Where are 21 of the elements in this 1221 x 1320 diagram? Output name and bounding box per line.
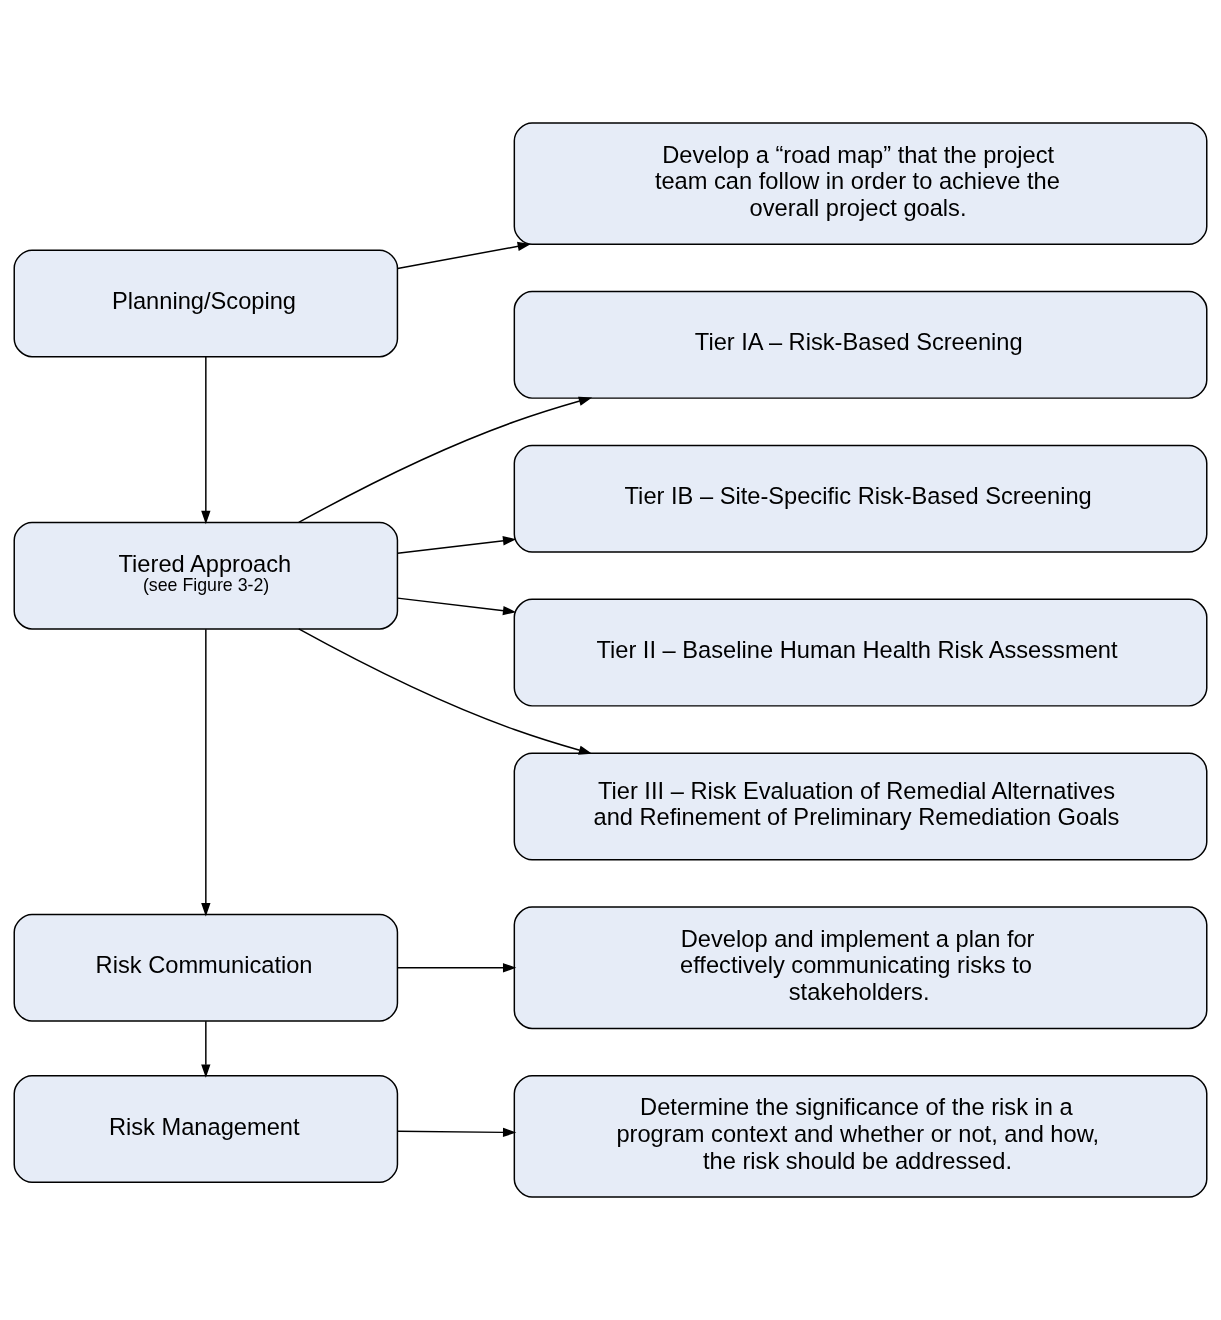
arrow — [396, 597, 517, 616]
arrow — [396, 1127, 517, 1138]
node-box: Tier IB – Site-Specific Risk-Based Screening — [513, 444, 1208, 553]
node-box: Tiered Approach (see Figure 3-2) — [13, 521, 399, 630]
node-box: Risk Communication — [13, 913, 399, 1022]
arrow — [201, 356, 211, 525]
node-box: Develop a “road map” that the project team can follow in order to achieve the overall project goals. — [513, 122, 1208, 245]
node-box: Tier II – Baseline Human Health Risk Assessment — [513, 598, 1208, 707]
arrow — [298, 628, 593, 755]
arrow — [396, 536, 517, 554]
arrow — [201, 1020, 211, 1078]
arrow — [298, 396, 593, 524]
node-box: Determine the significance of the risk in a program context and whether or not, and how, the risk should be addressed. — [513, 1075, 1208, 1198]
node-box: Develop and implement a plan for effectively communicating risks to stakeholders. — [513, 906, 1208, 1030]
node-box: Tier III – Risk Evaluation of Remedial Alternatives and Refinement of Preliminary Remediation Goals — [513, 752, 1208, 861]
arrow — [201, 628, 211, 917]
node-box: Planning/Scoping — [13, 249, 399, 358]
node-box: Tier IA – Risk-Based Screening — [513, 290, 1208, 399]
arrow — [396, 963, 517, 973]
node-box: Risk Management — [13, 1075, 399, 1184]
arrow — [396, 241, 531, 270]
